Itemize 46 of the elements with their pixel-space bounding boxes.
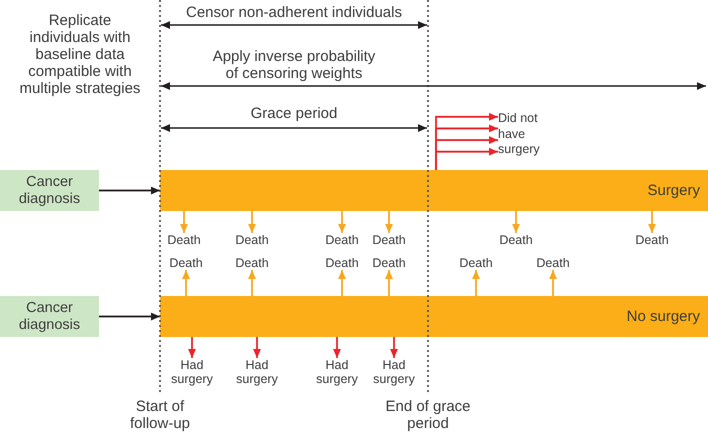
start-box: Cancer diagnosis — [0, 296, 99, 337]
arrow — [472, 270, 480, 296]
strategy-bar: No surgery — [160, 296, 708, 337]
outcome-label: Death — [499, 233, 533, 247]
outcome-label: Had surgery — [171, 358, 213, 386]
arrow — [385, 211, 393, 233]
outcome-label: Death — [167, 233, 201, 247]
span-label: Apply inverse probability of censoring weights — [212, 48, 376, 82]
arrow — [385, 270, 393, 296]
arrow — [648, 211, 656, 233]
outcome-label: Had surgery — [316, 358, 358, 386]
span-label: Grace period — [250, 105, 338, 122]
span-label: Censor non-adherent individuals — [186, 4, 402, 21]
outcome-label: Death — [169, 256, 203, 270]
arrow — [512, 211, 520, 233]
outcome-label: Death — [325, 256, 359, 270]
outcome-label: Death — [372, 256, 406, 270]
strategy-bar: Surgery — [160, 170, 708, 211]
outcome-label: Death — [325, 233, 359, 247]
arrow — [99, 312, 160, 320]
arrow — [248, 270, 256, 296]
timepoint-label: End of grace period — [384, 399, 472, 432]
arrow — [182, 270, 190, 296]
note-text: Replicate individuals with baseline data compatible with multiple strategies — [18, 12, 142, 97]
arrow — [338, 211, 346, 233]
arrow — [390, 337, 398, 358]
outcome-label: Death — [235, 256, 269, 270]
outcome-label: Had surgery — [236, 358, 278, 386]
outcome-label: Did not have surgery — [498, 111, 550, 158]
arrow — [188, 337, 196, 358]
arrow — [180, 211, 188, 233]
arrow — [248, 211, 256, 233]
arrow — [435, 148, 498, 170]
start-box: Cancer diagnosis — [0, 170, 99, 211]
arrow — [333, 337, 341, 358]
outcome-label: Had surgery — [373, 358, 415, 386]
outcome-label: Death — [536, 256, 570, 270]
arrow — [253, 337, 261, 358]
arrow — [99, 186, 160, 194]
outcome-label: Death — [459, 256, 493, 270]
timepoint-label: Start of follow-up — [128, 399, 192, 432]
outcome-label: Death — [372, 233, 406, 247]
arrow — [549, 270, 557, 296]
outcome-label: Death — [235, 233, 269, 247]
outcome-label: Death — [635, 233, 669, 247]
arrow — [338, 270, 346, 296]
